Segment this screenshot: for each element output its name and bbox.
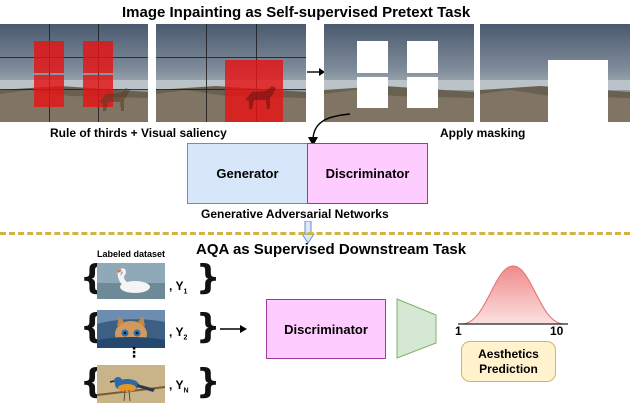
section-separator xyxy=(0,232,630,235)
discriminator-label: Discriminator xyxy=(325,166,410,181)
hole-top-left xyxy=(357,41,388,73)
swan-photo xyxy=(97,263,165,299)
generator-label: Generator xyxy=(216,166,279,181)
panel-masked-large xyxy=(480,24,630,122)
mask-top-left xyxy=(34,41,64,73)
arrow-to-gan xyxy=(308,113,351,146)
animal-silhouette xyxy=(99,88,130,111)
distribution-curve xyxy=(458,265,568,325)
caption-rule-of-thirds: Rule of thirds + Visual saliency xyxy=(50,126,227,140)
ellipsis: ⋮ xyxy=(127,345,141,361)
gan-caption: Generative Adversarial Networks xyxy=(201,207,389,221)
discriminator-label: Discriminator xyxy=(284,321,368,337)
arrow-right xyxy=(307,68,325,76)
label-yn: , YN xyxy=(169,378,189,395)
dist-max: 10 xyxy=(550,324,564,338)
right-brace: } xyxy=(196,258,221,298)
aesthetics-prediction-box: Aesthetics Prediction xyxy=(461,341,556,382)
hole-large xyxy=(548,60,608,122)
dataset-label: Labeled dataset xyxy=(97,249,166,259)
bird-photo xyxy=(97,365,165,403)
downstream-title: AQA as Supervised Downstream Task xyxy=(196,241,467,258)
prediction-line1: Aesthetics xyxy=(478,346,539,361)
label-y1: , Y1 xyxy=(169,279,188,296)
hole-top-right xyxy=(407,41,438,73)
mask-bottom-left xyxy=(34,75,64,107)
prediction-head xyxy=(396,298,437,359)
discriminator-box-pretext: Discriminator xyxy=(307,143,428,204)
arrow-to-discriminator xyxy=(220,325,247,333)
panel-saliency xyxy=(156,24,306,122)
animal-silhouette xyxy=(245,86,276,109)
discriminator-box-downstream: Discriminator xyxy=(266,299,386,359)
caption-apply-masking: Apply masking xyxy=(440,126,526,140)
coastal-scene-image xyxy=(324,24,474,122)
generator-box: Generator xyxy=(187,143,308,204)
right-brace: } xyxy=(196,362,221,402)
mask-top-right xyxy=(83,41,113,73)
label-y2: , Y2 xyxy=(169,325,188,342)
hole-bottom-right xyxy=(407,77,438,108)
pretext-title: Image Inpainting as Self-supervised Pret… xyxy=(122,4,471,21)
panel-masked-four xyxy=(324,24,474,122)
panel-rule-of-thirds xyxy=(0,24,148,122)
cat-photo xyxy=(97,310,165,348)
dist-min: 1 xyxy=(455,324,462,338)
right-brace: } xyxy=(196,307,221,347)
hole-bottom-left xyxy=(357,77,388,108)
prediction-line2: Prediction xyxy=(479,361,538,376)
